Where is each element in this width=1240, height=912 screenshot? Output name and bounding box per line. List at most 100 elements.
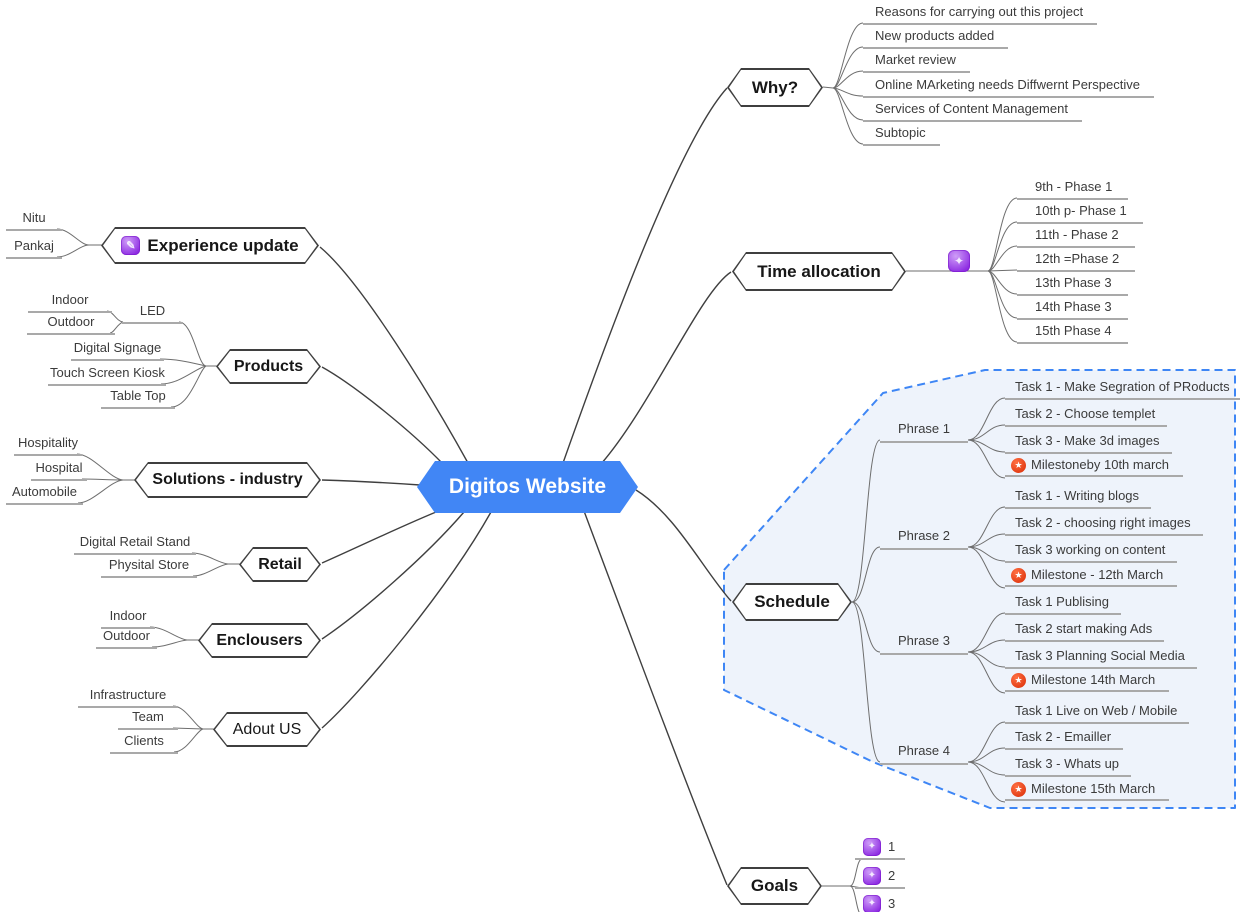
- milestone-label: Milestone 15th March: [1031, 781, 1156, 796]
- topic-time-fill: [734, 254, 904, 289]
- topic-adout-fill: [215, 714, 319, 745]
- task-leaf[interactable]: Task 2 - choosing right images: [1005, 515, 1203, 536]
- led-leaf[interactable]: Indoor: [28, 292, 112, 313]
- task-leaf[interactable]: Task 1 Publising: [1005, 594, 1121, 615]
- leaf-connectors: [56, 22, 1018, 912]
- topic-products[interactable]: Products: [216, 349, 321, 384]
- task-leaf[interactable]: Task 3 - Make 3d images: [1005, 433, 1172, 454]
- time-leaf[interactable]: 11th - Phase 2: [1017, 227, 1135, 248]
- task-leaf[interactable]: Task 1 - Make Segration of PRoducts: [1005, 379, 1240, 400]
- task-leaf[interactable]: Task 3 - Whats up: [1005, 756, 1132, 777]
- experience-leaf[interactable]: Nitu: [6, 210, 62, 231]
- time-leaf[interactable]: 13th Phase 3: [1017, 275, 1128, 296]
- topic-enclousers-label: Enclousers: [216, 631, 303, 649]
- experience-leaf[interactable]: Pankaj: [6, 238, 62, 259]
- why-leaf[interactable]: New products added: [863, 28, 1009, 49]
- gem-marker-icon: ✦: [863, 838, 881, 856]
- why-leaf[interactable]: Services of Content Management: [863, 101, 1082, 122]
- phase-topic[interactable]: Phrase 4: [880, 743, 968, 765]
- products-leaf[interactable]: Digital Signage: [71, 340, 164, 361]
- goal-label: 2: [888, 868, 896, 883]
- products-leaf[interactable]: LED: [122, 303, 183, 324]
- task-leaf[interactable]: Task 2 start making Ads: [1005, 621, 1165, 642]
- retail-leaf[interactable]: Physital Store: [101, 557, 197, 578]
- topic-why-fill: [729, 70, 821, 105]
- star-icon: ★: [1011, 672, 1026, 688]
- enclousers-leaf[interactable]: Indoor: [101, 608, 155, 629]
- milestone-label: Milestoneby 10th march: [1031, 457, 1170, 472]
- task-leaf[interactable]: Task 3 working on content: [1005, 542, 1178, 563]
- task-leaf[interactable]: Task 1 - Writing blogs: [1005, 488, 1152, 509]
- led-leaf[interactable]: Outdoor: [27, 314, 115, 335]
- adout-leaf[interactable]: Team: [118, 709, 178, 730]
- solutions-leaf[interactable]: Hospitality: [14, 435, 82, 456]
- products-leaf[interactable]: Touch Screen Kiosk: [48, 365, 166, 386]
- gem-marker-icon: ✦: [863, 895, 881, 912]
- retail-leaf[interactable]: Digital Retail Stand: [74, 534, 196, 555]
- topic-solutions-industry[interactable]: Solutions - industry: [134, 462, 321, 498]
- task-leaf[interactable]: Task 2 - Choose templet: [1005, 406, 1168, 427]
- goal-leaf[interactable]: ✦ 2: [855, 867, 906, 889]
- topic-why-label: Why?: [751, 77, 799, 97]
- task-leaf[interactable]: Task 1 Live on Web / Mobile: [1005, 703, 1190, 724]
- gem-marker-icon: ✦: [863, 867, 881, 885]
- milestone-leaf[interactable]: ★ Milestone 15th March: [1005, 781, 1170, 801]
- time-leaf[interactable]: 10th p- Phase 1: [1017, 203, 1143, 224]
- topic-retail-fill: [241, 549, 319, 580]
- why-leaf[interactable]: Subtopic: [863, 125, 940, 146]
- topic-goals-fill: [729, 869, 820, 903]
- enclousers-leaf[interactable]: Outdoor: [96, 628, 157, 649]
- topic-adout-label: Adout US: [232, 720, 302, 738]
- why-leaf[interactable]: Online MArketing needs Diffwernt Perspec…: [863, 77, 1154, 98]
- solutions-leaf[interactable]: Hospital: [31, 460, 87, 481]
- topic-goals[interactable]: Goals: [727, 867, 822, 905]
- phase-topic[interactable]: Phrase 3: [880, 633, 968, 655]
- central-topic-label: Digitos Website: [448, 475, 607, 498]
- topic-adout-us[interactable]: Adout US: [213, 712, 321, 747]
- milestone-leaf[interactable]: ★ Milestone - 12th March: [1005, 567, 1178, 587]
- task-leaf[interactable]: Task 2 - Emailler: [1005, 729, 1124, 750]
- milestone-leaf[interactable]: ★ Milestone 14th March: [1005, 672, 1170, 692]
- goal-leaf[interactable]: ✦ 3: [855, 895, 905, 912]
- milestone-leaf[interactable]: ★ Milestoneby 10th march: [1005, 457, 1184, 477]
- task-leaf[interactable]: Task 3 Planning Social Media: [1005, 648, 1197, 669]
- topic-experience-label: Experience update: [147, 235, 299, 255]
- topic-products-label: Products: [233, 357, 304, 375]
- phase-topic[interactable]: Phrase 1: [880, 421, 968, 443]
- topic-goals-label: Goals: [750, 876, 799, 895]
- products-leaf[interactable]: Table Top: [101, 388, 175, 409]
- milestone-label: Milestone 14th March: [1031, 672, 1156, 687]
- pen-icon[interactable]: ✎: [121, 236, 141, 255]
- time-leaf[interactable]: 12th =Phase 2: [1017, 251, 1136, 272]
- star-icon: ★: [1011, 781, 1026, 797]
- topic-enclousers-fill: [200, 625, 319, 656]
- adout-leaf[interactable]: Clients: [110, 733, 178, 754]
- goal-label: 3: [888, 896, 896, 911]
- topic-schedule[interactable]: Schedule: [732, 583, 852, 621]
- star-icon: ★: [1011, 567, 1026, 583]
- time-leaf[interactable]: 14th Phase 3: [1017, 299, 1128, 320]
- topic-products-fill: [218, 351, 319, 382]
- time-leaf[interactable]: 9th - Phase 1: [1017, 179, 1129, 200]
- goal-label: 1: [888, 839, 896, 854]
- time-leaf[interactable]: 15th Phase 4: [1017, 323, 1128, 344]
- schedule-boundary: [723, 369, 1236, 809]
- why-leaf[interactable]: Reasons for carrying out this project: [863, 4, 1098, 25]
- main-connectors: [319, 87, 732, 886]
- phase-topic[interactable]: Phrase 2: [880, 528, 968, 550]
- star-icon: ★: [1011, 457, 1026, 473]
- topic-time-label: Time allocation: [757, 261, 881, 281]
- central-topic[interactable]: Digitos Website: [417, 461, 638, 513]
- topic-schedule-fill: [734, 585, 850, 619]
- solutions-leaf[interactable]: Automobile: [6, 484, 83, 505]
- topic-enclousers[interactable]: Enclousers: [198, 623, 321, 658]
- goal-leaf[interactable]: ✦ 1: [855, 838, 906, 860]
- topic-retail[interactable]: Retail: [239, 547, 321, 582]
- topic-experience-update[interactable]: ✎ Experience update: [101, 227, 319, 264]
- gem-marker-icon[interactable]: ✦: [948, 250, 970, 272]
- adout-leaf[interactable]: Infrastructure: [78, 687, 178, 708]
- topic-why[interactable]: Why?: [727, 68, 823, 107]
- why-leaf[interactable]: Market review: [863, 52, 970, 73]
- topic-time-allocation[interactable]: Time allocation: [732, 252, 906, 291]
